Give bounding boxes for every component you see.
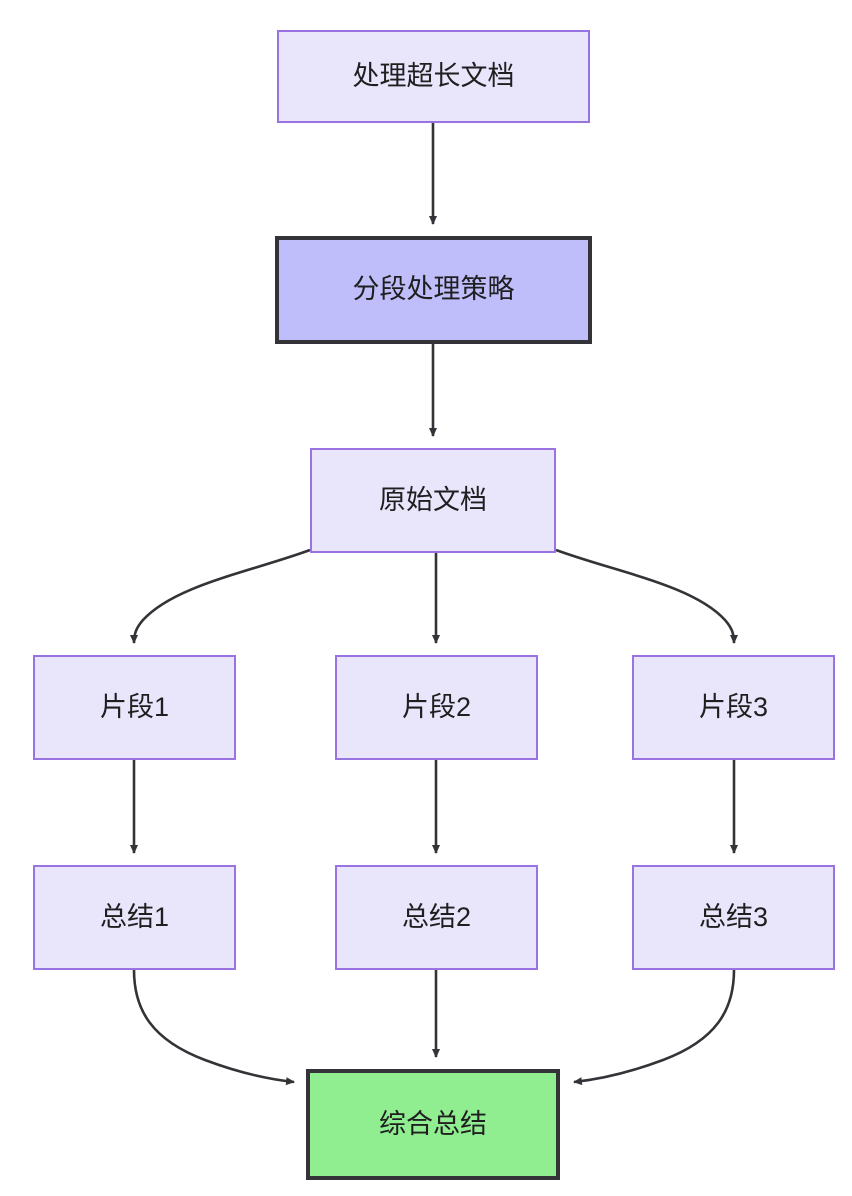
node-label: 总结3 [698,901,769,932]
node-label: 综合总结 [379,1108,487,1139]
node-comprehensive-summary[interactable]: 综合总结 [306,1069,560,1180]
node-label: 片段1 [99,691,170,722]
node-process-long-document[interactable]: 处理超长文档 [277,30,590,123]
edge-summary3-to-final [573,969,736,1086]
node-chunk-1[interactable]: 片段1 [33,655,236,760]
node-chunk-2[interactable]: 片段2 [335,655,538,760]
node-label: 处理超长文档 [352,60,515,91]
node-summary-1[interactable]: 总结1 [33,865,236,970]
node-label: 片段2 [401,691,472,722]
node-label: 分段处理策略 [352,274,515,305]
node-chunking-strategy[interactable]: 分段处理策略 [275,236,592,344]
edge-source-to-chunk1 [130,548,311,644]
edge-summary1-to-final [132,969,295,1086]
node-label: 片段3 [698,691,769,722]
edge-source-to-chunk3 [555,548,738,644]
node-summary-3[interactable]: 总结3 [632,865,835,970]
node-summary-2[interactable]: 总结2 [335,865,538,970]
node-chunk-3[interactable]: 片段3 [632,655,835,760]
node-label: 总结1 [99,901,170,932]
node-label: 原始文档 [379,484,487,515]
node-source-document[interactable]: 原始文档 [310,448,556,553]
node-label: 总结2 [401,901,472,932]
